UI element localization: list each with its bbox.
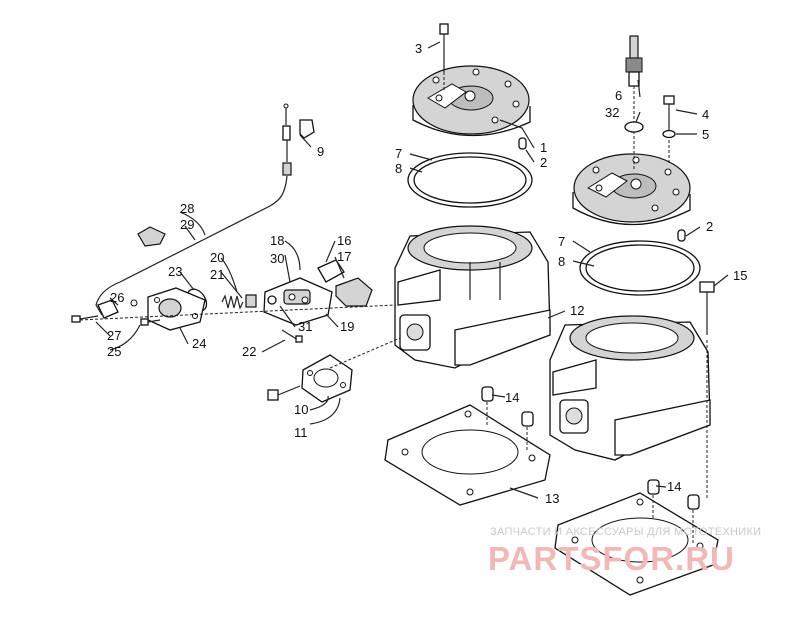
callout-9: 9: [317, 144, 324, 159]
cylinder-stud: [699, 281, 715, 500]
cable-clip: [299, 119, 315, 139]
callout-12: 12: [570, 303, 584, 318]
callout-15: 15: [733, 268, 747, 283]
head-gasket-rings-right: [579, 240, 701, 296]
callout-8: 8: [395, 161, 402, 176]
callout-31: 31: [298, 319, 312, 334]
valve-spring: [221, 294, 257, 310]
callout-16: 16: [337, 233, 351, 248]
throttle-cable: [95, 103, 292, 316]
leader-lines: [95, 41, 729, 499]
callout-4: 4: [702, 107, 709, 122]
callout-11: 11: [294, 425, 308, 440]
head-bolt-right: [663, 95, 675, 165]
cylinder-dowel-2: [521, 411, 534, 427]
cylinder-head-lower: [572, 153, 691, 226]
callout-27: 27: [107, 328, 121, 343]
callout-1: 1: [540, 140, 547, 155]
callout-30: 30: [270, 251, 284, 266]
exhaust-flange: [301, 354, 353, 403]
cylinder-dowel-4: [687, 494, 700, 510]
watermark-caption: ЗАПЧАСТИ И АКСЕССУАРЫ ДЛЯ МОТОТЕХНИКИ: [490, 526, 762, 538]
callout-24: 24: [192, 336, 206, 351]
callout-26: 26: [110, 290, 124, 305]
callout-20: 20: [210, 250, 224, 265]
cylinder-block-left: [394, 225, 551, 369]
callout-3: 3: [415, 41, 422, 56]
callout-7-right: 7: [558, 234, 565, 249]
throttle-lever: [97, 299, 119, 319]
callout-14-right: 14: [667, 479, 681, 494]
callout-18: 18: [270, 233, 284, 248]
reed-screw: [267, 295, 277, 305]
callout-6: 6: [615, 88, 622, 103]
adjust-screw: [71, 315, 99, 323]
intake-boot: [317, 259, 373, 307]
callout-labels: 3 1 2 7 8 6 32 4 5 9 2 7 8 15 28 29 18 3…: [107, 41, 747, 506]
callout-2-right: 2: [706, 219, 713, 234]
flange-bolt: [267, 385, 301, 401]
small-washer: [130, 299, 138, 307]
watermark-logo: PARTSFOR.RU: [488, 540, 735, 577]
callout-13: 13: [545, 491, 559, 506]
callout-32: 32: [605, 105, 619, 120]
cylinder-dowel: [481, 386, 494, 402]
head-bolt: [439, 23, 449, 90]
callout-25: 25: [107, 344, 121, 359]
callout-22: 22: [242, 344, 256, 359]
intake-screw: [281, 329, 303, 343]
callout-17: 17: [337, 249, 351, 264]
callout-21: 21: [210, 267, 224, 282]
callout-14: 14: [505, 390, 519, 405]
dowel-pin: [518, 137, 527, 150]
callout-29: 29: [180, 217, 194, 232]
spark-plug: [625, 35, 643, 170]
cylinder-dowel-3: [647, 479, 660, 495]
carburetor-adapter: [147, 287, 206, 331]
callout-19: 19: [340, 319, 354, 334]
reed-valve-block: [263, 277, 333, 326]
sealing-washer: [624, 121, 644, 133]
cylinder-block-right: [549, 315, 711, 461]
callout-5: 5: [702, 127, 709, 142]
dowel-pin-right: [677, 229, 686, 242]
cylinder-head-upper: [412, 65, 531, 137]
bolt-washer: [662, 129, 676, 139]
callout-23: 23: [168, 264, 182, 279]
callout-8-right: 8: [558, 254, 565, 269]
mount-screw: [140, 318, 161, 326]
callout-28: 28: [180, 201, 194, 216]
head-gasket-rings-left: [407, 152, 533, 208]
callout-2: 2: [540, 155, 547, 170]
callout-10: 10: [294, 402, 308, 417]
cable-clamp: [137, 226, 166, 247]
base-gasket-right: [554, 492, 719, 596]
callout-7: 7: [395, 146, 402, 161]
base-gasket-left: [384, 404, 551, 506]
